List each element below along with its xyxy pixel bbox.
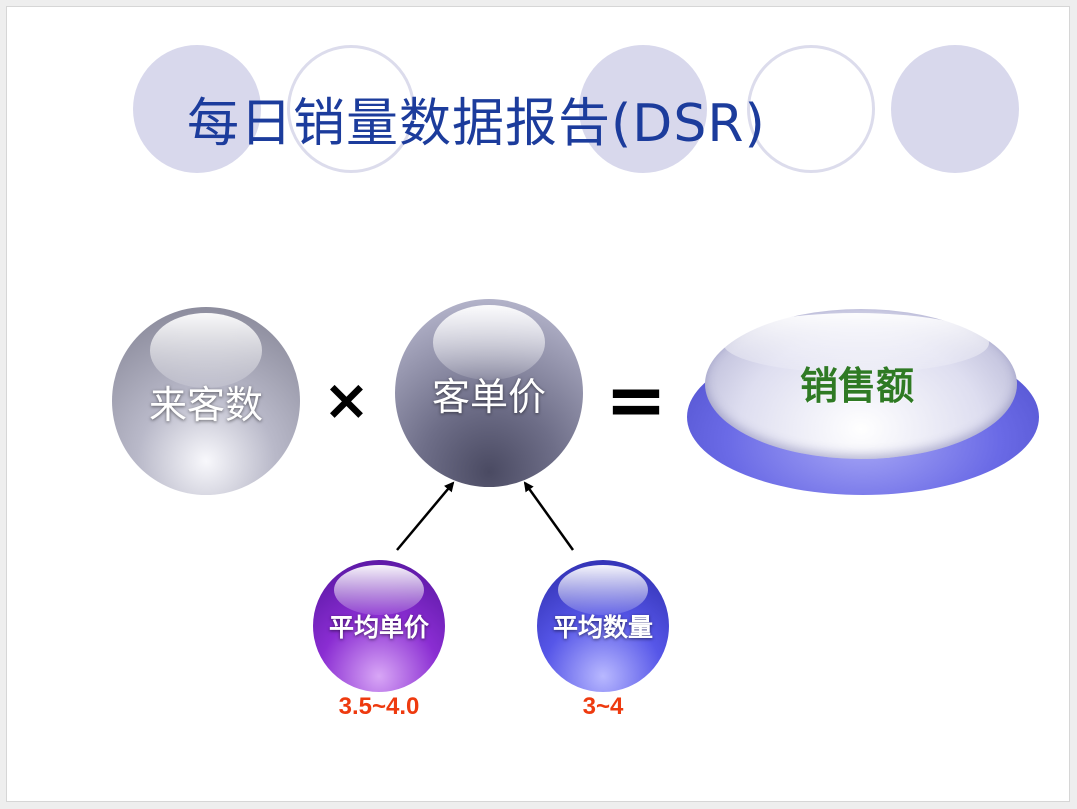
decor-ring-2 <box>747 45 875 173</box>
avg-qty-sphere: 平均数量 <box>537 560 669 692</box>
decor-circle-3 <box>891 45 1019 173</box>
arrow-avg-price-to-unit-price <box>396 481 455 551</box>
avg-qty-label: 平均数量 <box>552 613 653 642</box>
equals-symbol: = <box>605 357 668 443</box>
multiply-symbol: × <box>323 368 370 433</box>
customer-count-sphere: 来客数 <box>112 307 300 495</box>
badge-highlight <box>723 313 989 373</box>
sphere-highlight <box>432 304 546 380</box>
decor-ring-1 <box>287 45 415 173</box>
avg-price-sphere: 平均单价 <box>313 560 445 692</box>
avg-qty-range: 3~4 <box>582 693 624 720</box>
sphere-highlight <box>558 565 648 616</box>
slide-title: 每日销量数据报告(DSR) <box>187 94 766 154</box>
sales-amount-badge: 销售额 <box>687 309 1039 495</box>
customer-count-label: 来客数 <box>148 382 263 427</box>
slide: 每日销量数据报告(DSR) 来客数 × 客单价 = 销售额 平均单价 平均数量 … <box>6 6 1070 802</box>
avg-price-label: 平均单价 <box>328 613 429 642</box>
sales-amount-label: 销售额 <box>799 363 914 408</box>
arrow-avg-qty-to-unit-price <box>523 481 575 551</box>
decor-circle-1 <box>133 45 261 173</box>
sphere-highlight <box>149 312 263 388</box>
unit-price-label: 客单价 <box>431 374 546 419</box>
unit-price-sphere: 客单价 <box>395 299 583 487</box>
avg-price-range: 3.5~4.0 <box>338 693 420 720</box>
decor-circle-2 <box>579 45 707 173</box>
sphere-highlight <box>334 565 424 616</box>
